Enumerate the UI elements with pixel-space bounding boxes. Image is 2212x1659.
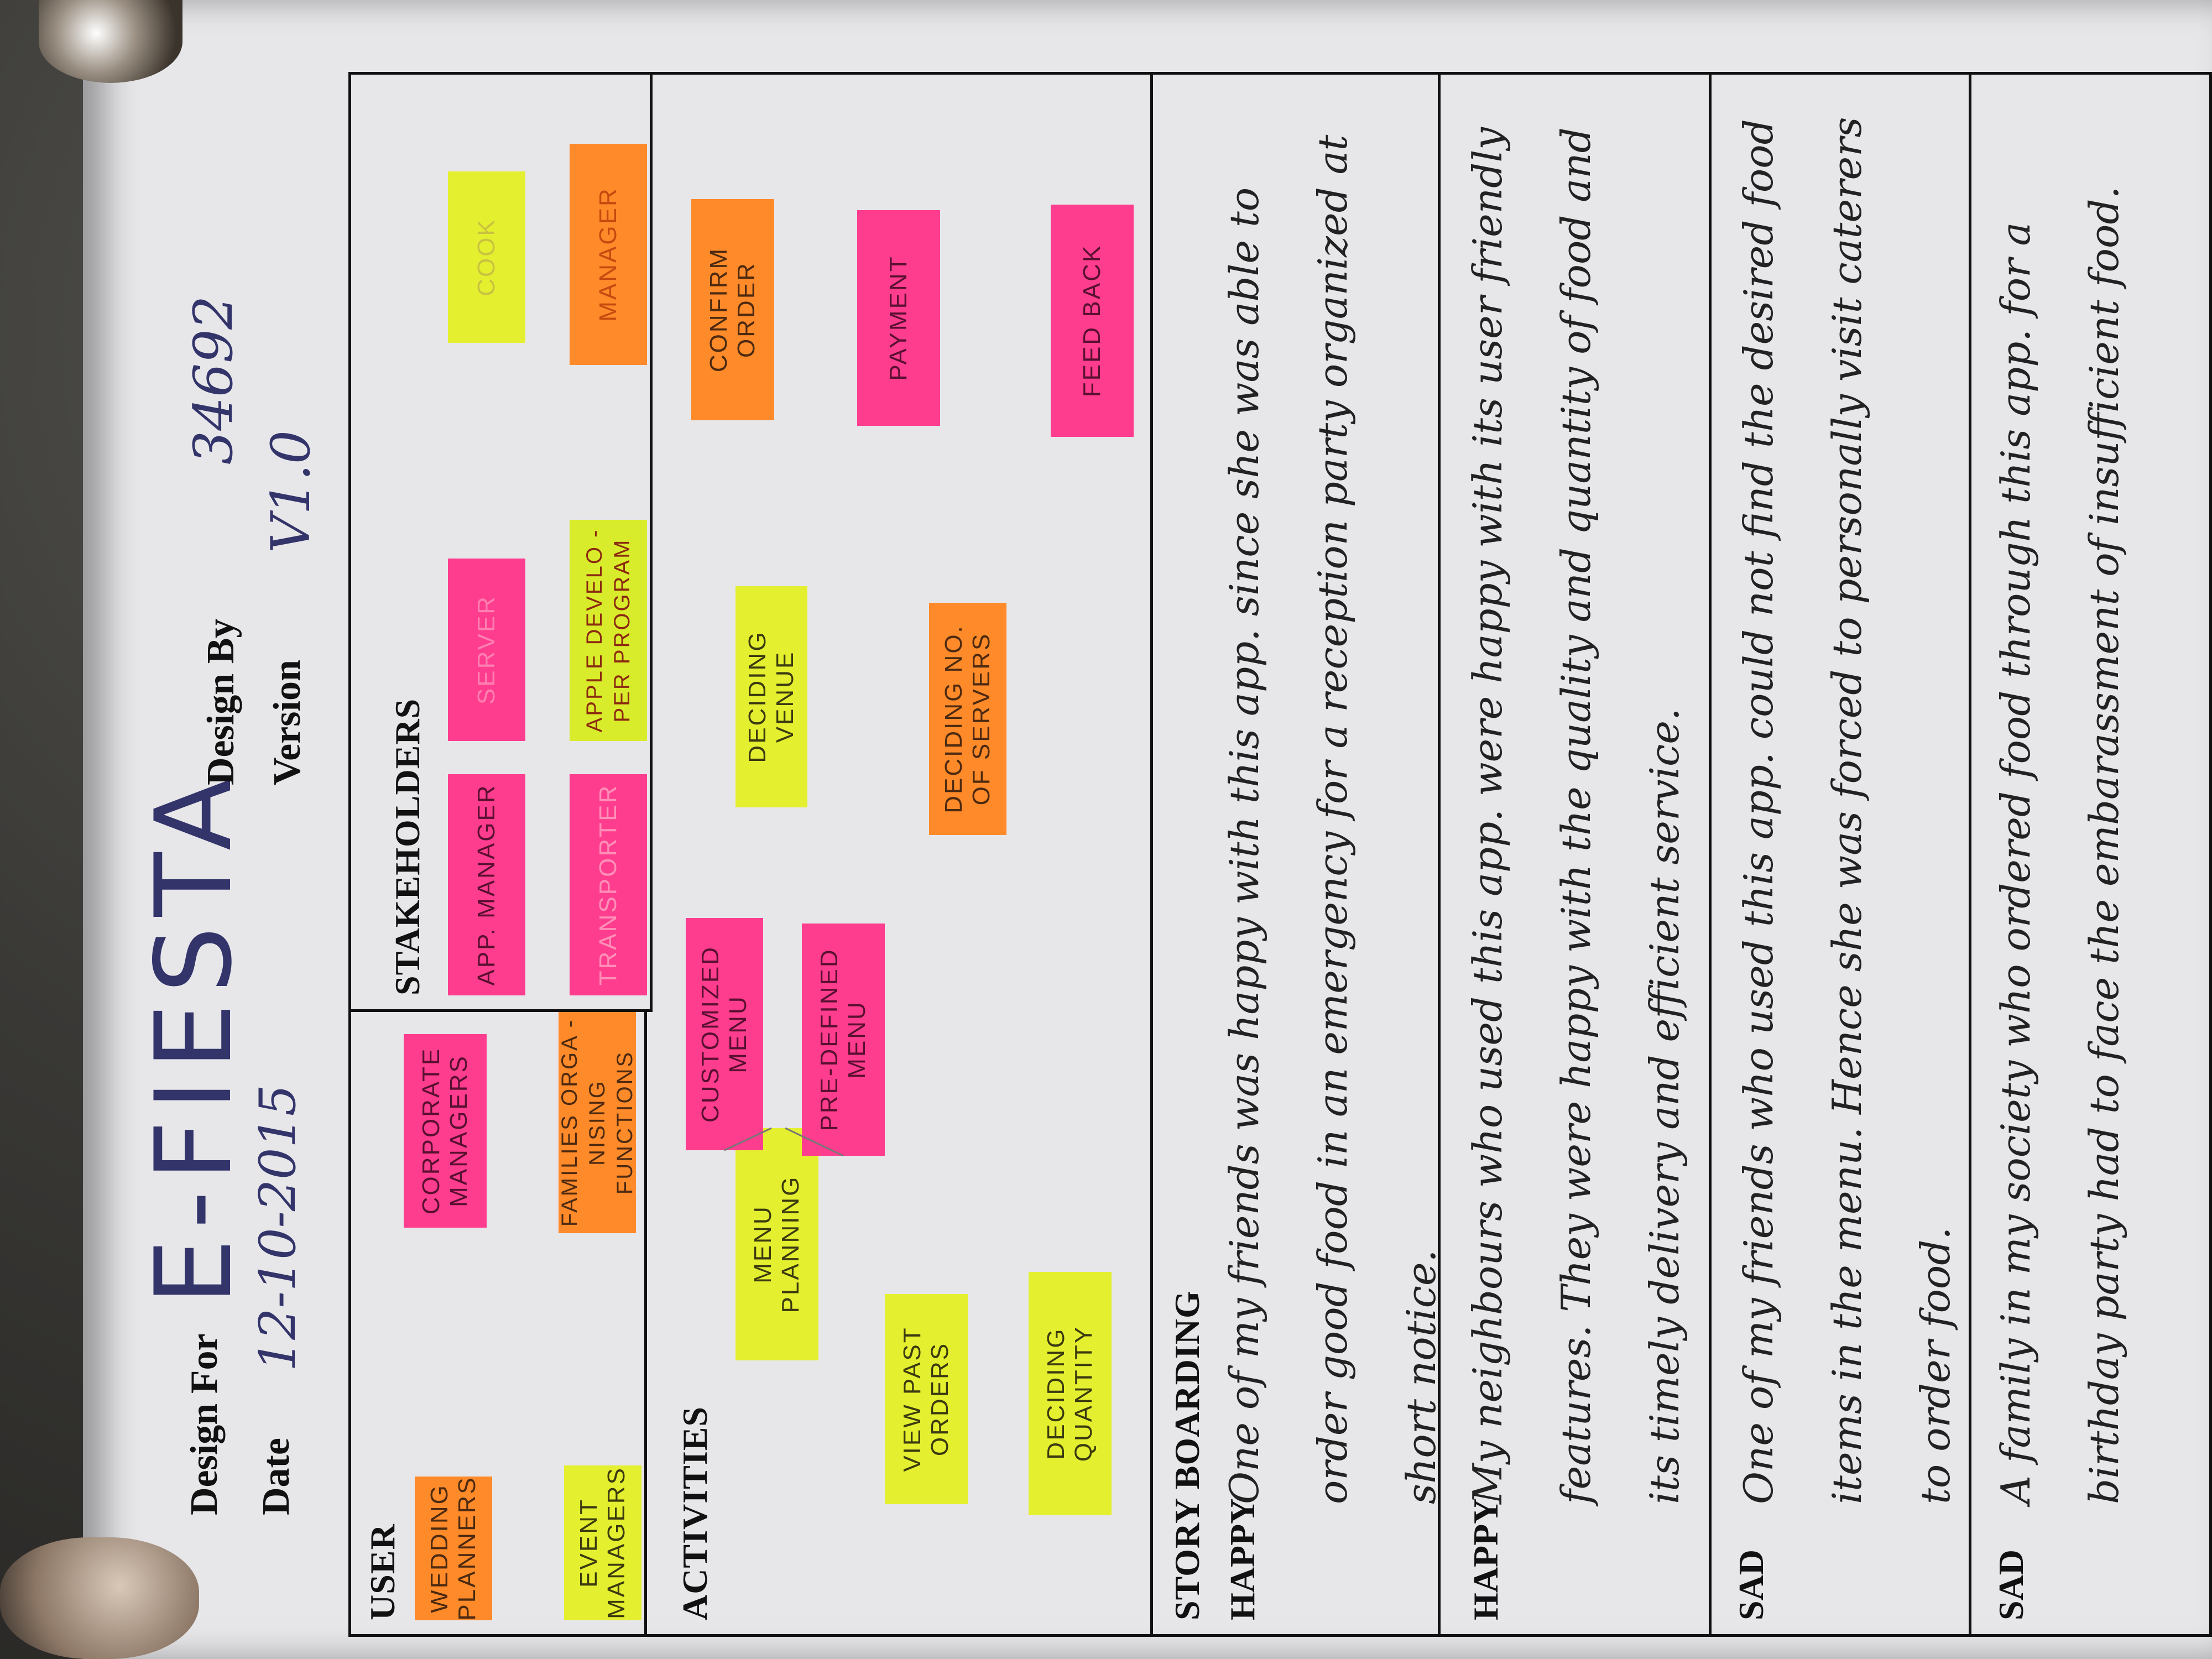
story-4-text: A family in my society who ordered food … bbox=[1992, 186, 2127, 1504]
story-1-text: One of my friends was happy with this ap… bbox=[1221, 134, 1444, 1504]
story-3-text: One of my friends who used this app. cou… bbox=[1735, 117, 1959, 1504]
paper-sheet bbox=[83, 0, 2212, 1659]
story-4-mood: SAD bbox=[1991, 1549, 2031, 1620]
connector-customized bbox=[724, 1127, 772, 1151]
story-1-mood: HAPPY bbox=[1223, 1498, 1262, 1620]
paper-clip bbox=[39, 0, 182, 83]
finger-edge bbox=[0, 1537, 199, 1659]
story-3-mood: SAD bbox=[1731, 1549, 1771, 1620]
story-2-text: My neighbours who used this app. were ha… bbox=[1464, 127, 1688, 1504]
connector-predefined bbox=[785, 1127, 844, 1157]
story-2-mood: HAPPY bbox=[1466, 1498, 1505, 1620]
